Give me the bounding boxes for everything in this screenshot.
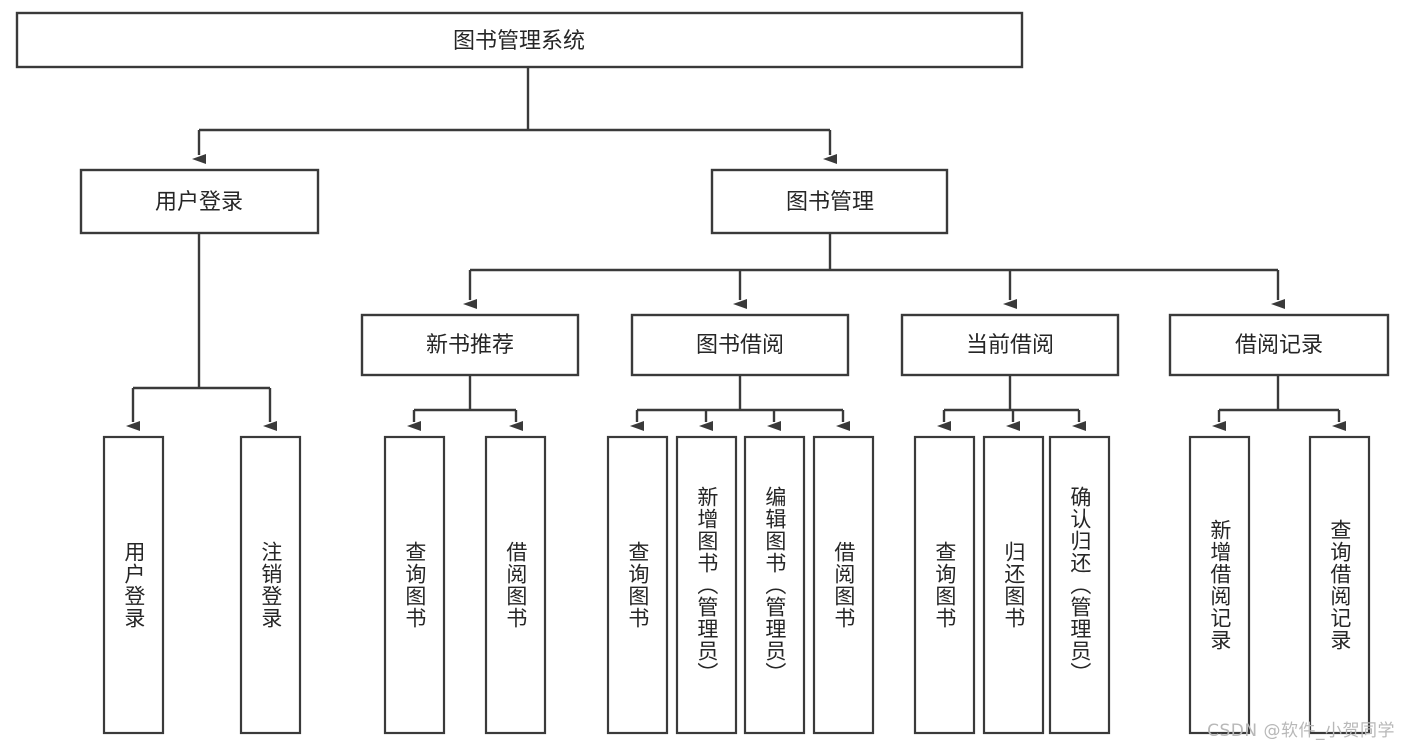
node-book-borrow-label: 图书借阅 <box>696 333 784 358</box>
node-root-box[interactable] <box>15 11 1024 69</box>
node-borrow-records-label: 借阅记录 <box>1235 333 1323 358</box>
leaf-box-borrow-records-0[interactable] <box>1188 435 1251 735</box>
leaf-box-current-borrow-1[interactable] <box>982 435 1045 735</box>
node-new-book-recommend-label: 新书推荐 <box>426 333 514 358</box>
node-current-borrow-label: 当前借阅 <box>966 333 1054 358</box>
leaf-box-user-login-1[interactable] <box>239 435 302 735</box>
leaf-box-book-borrow-1[interactable] <box>675 435 738 735</box>
node-book-management-label: 图书管理 <box>786 190 874 215</box>
watermark-text: CSDN @软件_小贺同学 <box>1207 721 1395 741</box>
leaf-box-new-book-0[interactable] <box>383 435 446 735</box>
node-new-book-recommend-box[interactable] <box>360 313 580 377</box>
leaf-box-book-borrow-0[interactable] <box>606 435 669 735</box>
leaf-box-current-borrow-2[interactable] <box>1048 435 1111 735</box>
leaf-box-current-borrow-0[interactable] <box>913 435 976 735</box>
node-user-login-label: 用户登录 <box>155 190 243 215</box>
leaf-box-book-borrow-2[interactable] <box>743 435 806 735</box>
leaf-box-book-borrow-3[interactable] <box>812 435 875 735</box>
node-root-label: 图书管理系统 <box>453 29 585 54</box>
leaf-box-borrow-records-1[interactable] <box>1308 435 1371 735</box>
leaf-box-new-book-1[interactable] <box>484 435 547 735</box>
leaf-box-user-login-0[interactable] <box>102 435 165 735</box>
node-user-login-box[interactable] <box>79 168 320 235</box>
node-current-borrow-box[interactable] <box>900 313 1120 377</box>
